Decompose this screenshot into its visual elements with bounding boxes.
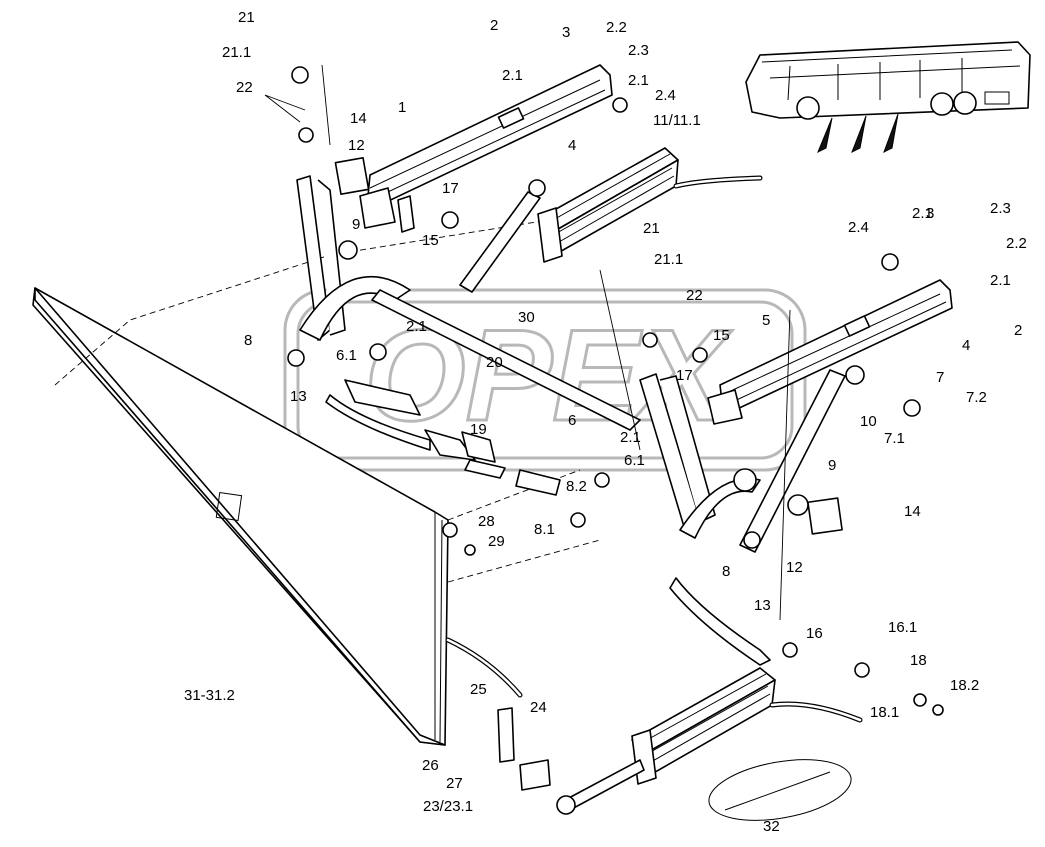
part-label: 6 (568, 412, 576, 429)
part-label: 10 (860, 413, 877, 430)
part-label: 2.1 (990, 272, 1011, 289)
part-label: 8.1 (534, 521, 555, 538)
part-label: 2.1 (628, 72, 649, 89)
part-label: 1 (398, 99, 406, 116)
part-label: 18.1 (870, 704, 899, 721)
part-label: 16 (806, 625, 823, 642)
part-label: 21 (238, 9, 255, 26)
right-hinge-assembly (639, 365, 865, 553)
part-label: 3 (562, 24, 570, 41)
part-label: 8 (722, 563, 730, 580)
right-rail (707, 279, 953, 425)
part-label: 3 (926, 205, 934, 222)
part-label: 6.1 (624, 452, 645, 469)
part-label: 11/11.1 (653, 112, 701, 129)
part-label: 28 (478, 513, 495, 530)
part-label: 2 (1014, 322, 1022, 339)
part-label: 8 (244, 332, 252, 349)
part-label: 2.1 (502, 67, 523, 84)
cylinder-lower (556, 667, 863, 815)
part-label: 12 (348, 137, 365, 154)
part-label: 19 (470, 421, 487, 438)
part-label: 25 (470, 681, 487, 698)
part-label: 13 (290, 388, 307, 405)
part-label: 23/23.1 (423, 798, 473, 815)
part-label: 13 (754, 597, 771, 614)
cable-and-latch (445, 577, 771, 791)
left-hinge-assembly (296, 175, 641, 496)
part-label: 2.1 (912, 205, 933, 222)
part-label: 7 (936, 369, 944, 386)
part-label: 26 (422, 757, 439, 774)
cylinder-11 (537, 147, 763, 263)
part-label: 8.2 (566, 478, 587, 495)
part-label: 20 (486, 354, 503, 371)
part-label: 2.1 (620, 429, 641, 446)
part-label: 18.2 (950, 677, 979, 694)
part-label: 30 (518, 309, 535, 326)
part-label: 5 (762, 312, 770, 329)
part-label: 27 (446, 775, 463, 792)
part-label: 14 (350, 110, 367, 127)
part-label: 4 (962, 337, 970, 354)
part-label: 22 (686, 287, 703, 304)
fasteners (287, 66, 944, 716)
part-label: 14 (904, 503, 921, 520)
part-label: 2.4 (848, 219, 869, 236)
part-label: 6.1 (336, 347, 357, 364)
front-flap-panel (32, 214, 601, 746)
left-rail (334, 64, 613, 233)
part-label: 9 (828, 457, 836, 474)
part-label: 12 (786, 559, 803, 576)
detail-ellipse-32 (708, 759, 852, 821)
part-label: 31-31.2 (184, 687, 235, 704)
part-label: 17 (442, 180, 459, 197)
part-label: 21.1 (654, 251, 683, 268)
part-label: 15 (713, 327, 730, 344)
part-label: 2.2 (1006, 235, 1027, 252)
part-label: 2.1 (406, 318, 427, 335)
part-label: 2 (490, 17, 498, 34)
part-label: 2.3 (990, 200, 1011, 217)
part-label: 2.4 (655, 87, 676, 104)
part-label: 7.2 (966, 389, 987, 406)
part-label: 18 (910, 652, 927, 669)
part-label: 7.1 (884, 430, 905, 447)
part-label: 21 (643, 220, 660, 237)
part-label: 29 (488, 533, 505, 550)
part-label: 21.1 (222, 44, 251, 61)
part-label: 15 (422, 232, 439, 249)
gas-spring-left (459, 179, 546, 293)
part-label: 2.2 (606, 19, 627, 36)
part-label: 2.3 (628, 42, 649, 59)
part-label: 9 (352, 216, 360, 233)
part-label: 22 (236, 79, 253, 96)
part-label: 24 (530, 699, 547, 716)
part-label: 4 (568, 137, 576, 154)
part-label: 16.1 (888, 619, 917, 636)
leader-lines (264, 64, 791, 621)
part-label: 17 (676, 367, 693, 384)
bus-locator-icon (745, 41, 1031, 154)
part-label: 32 (763, 818, 780, 835)
